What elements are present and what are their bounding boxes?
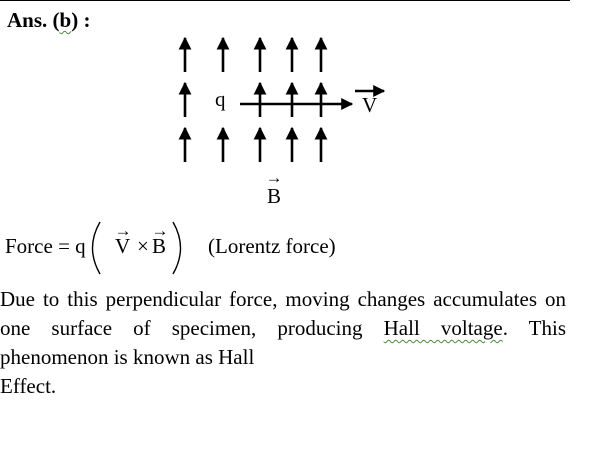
charge-label: q [215, 87, 226, 111]
field-label: B [267, 184, 281, 208]
paragraph-line-4: Effect. [0, 374, 57, 398]
v-vector-arrow: → [115, 221, 132, 240]
equation-b: B [152, 234, 166, 258]
cross-symbol: × [137, 234, 149, 258]
paragraph-line-1: Due to this perpendicular force, moving … [0, 287, 426, 311]
answer-letter: b [59, 8, 72, 32]
field-vector-arrow: → [266, 168, 283, 187]
lorentz-force-diagram: q V → B Force = q → V × → B (Lorentz for… [5, 36, 386, 275]
equation-lhs: Force = q [5, 234, 86, 258]
paragraph-line-2: accumulates on one surface of specimen, … [0, 287, 567, 340]
velocity-label: V [362, 93, 377, 117]
top-border-line [0, 0, 570, 1]
right-paren [172, 221, 182, 275]
equation-v: V [115, 234, 130, 258]
hall-voltage-term: Hall voltage [383, 316, 503, 340]
magnetic-field-arrows [178, 36, 328, 162]
lorentz-note: (Lorentz force) [208, 234, 336, 258]
b-vector-arrow: → [152, 221, 169, 240]
explanation-paragraph: Due to this perpendicular force, moving … [0, 285, 566, 401]
left-paren [91, 221, 101, 275]
answer-heading: Ans. (b) : [7, 8, 91, 32]
lorentz-equation: Force = q → V × → B (Lorentz force) [5, 221, 336, 275]
paragraph-line-3: . This phenomenon is known as Hall [0, 316, 567, 369]
